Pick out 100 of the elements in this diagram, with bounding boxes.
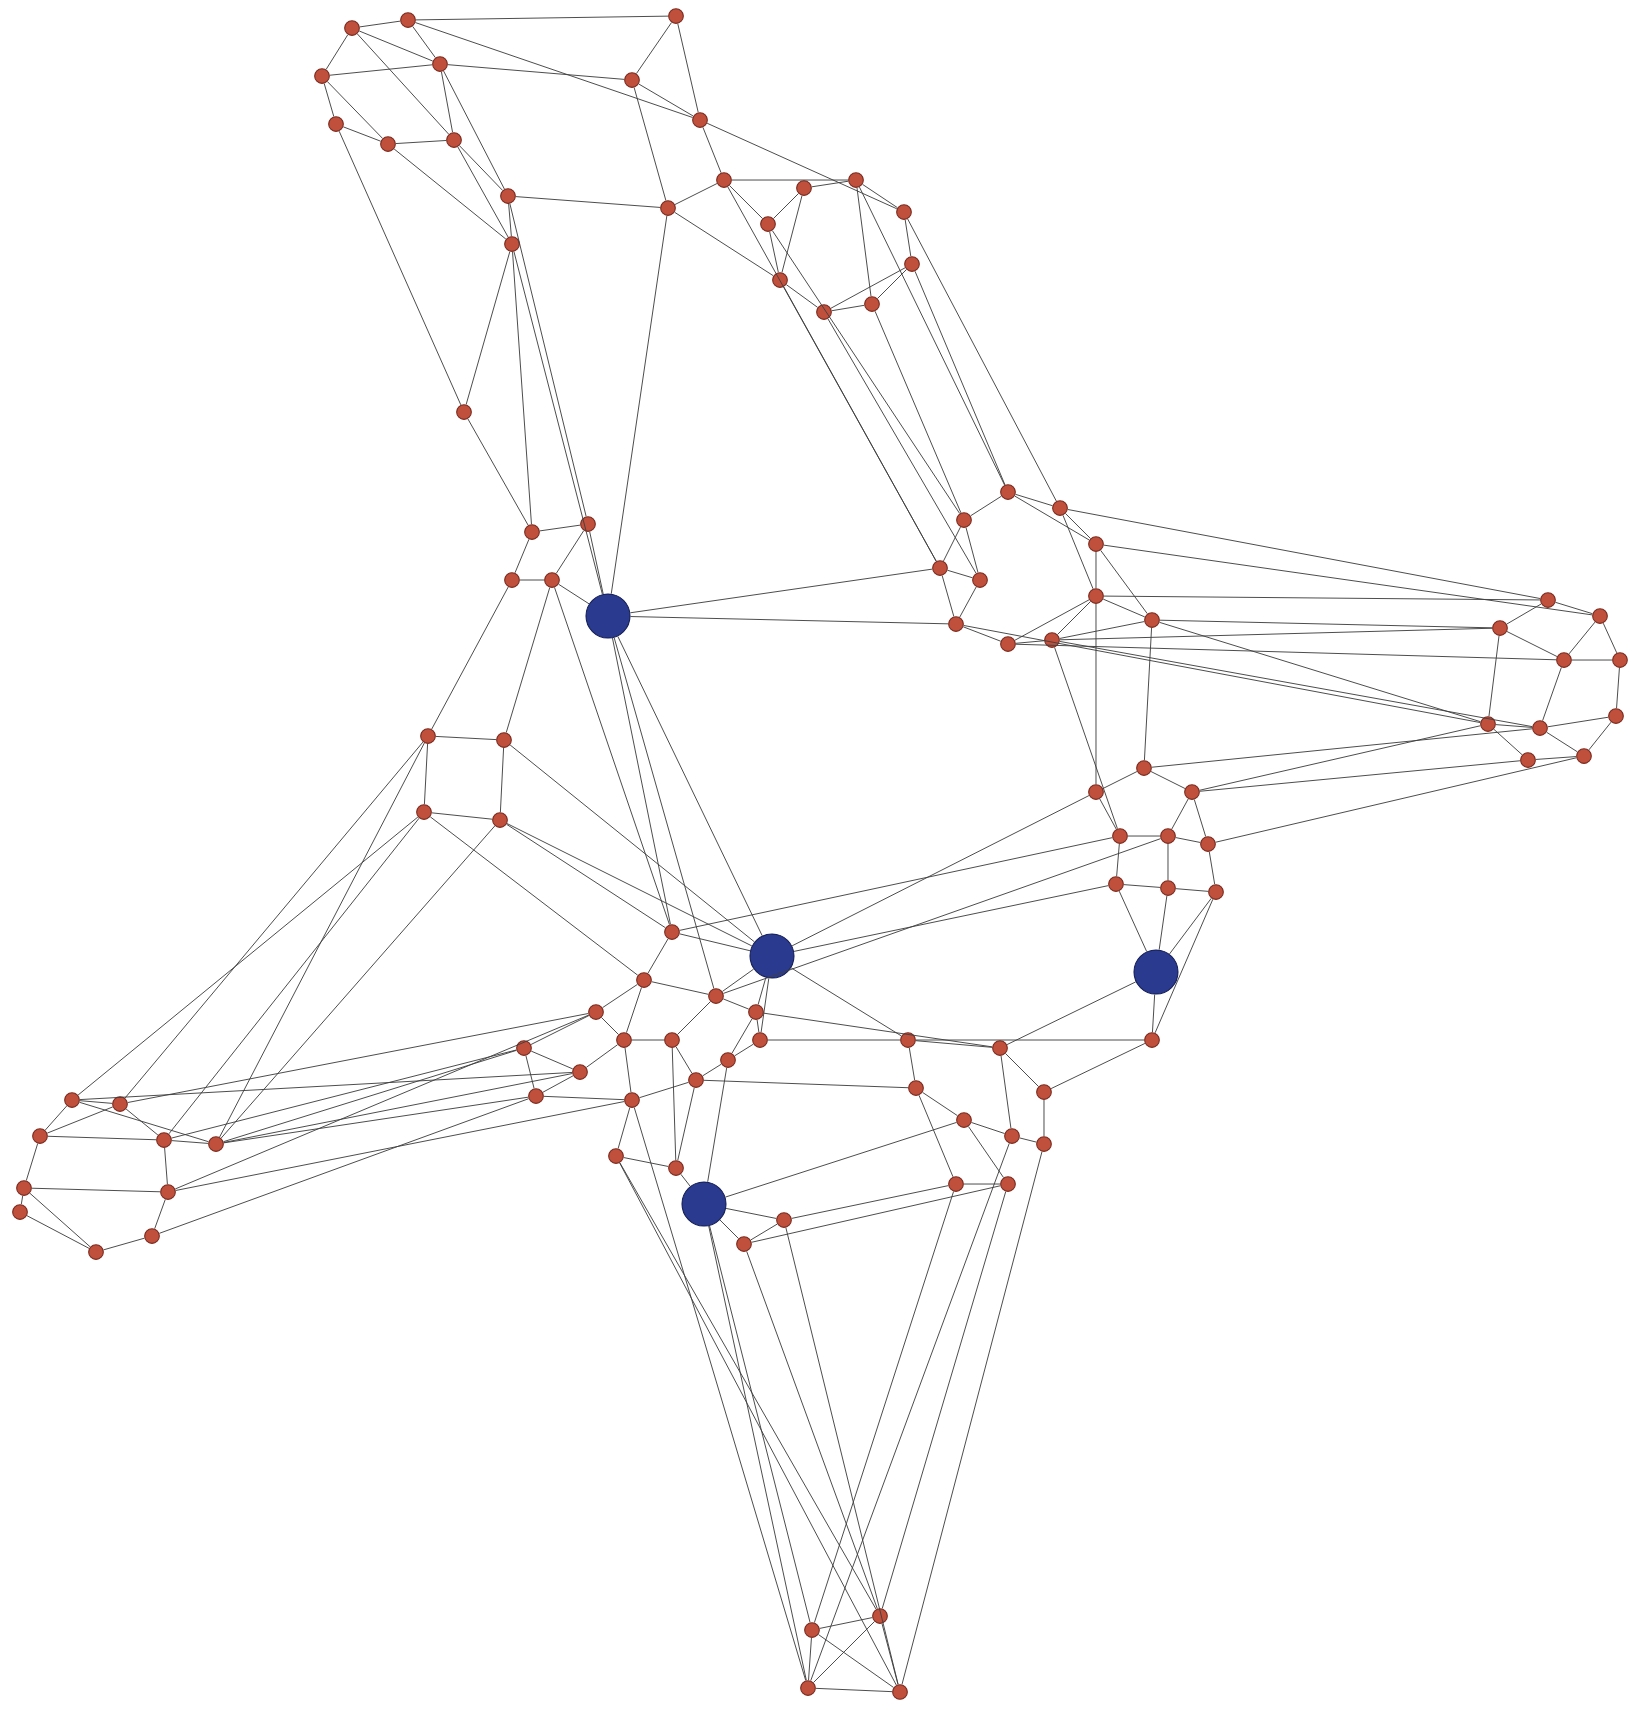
- network-node: [972, 572, 988, 588]
- link-line: [943, 526, 961, 562]
- link-line: [619, 1162, 877, 1610]
- network-node: [668, 1160, 684, 1176]
- link-line: [1099, 798, 1117, 830]
- link-line: [677, 1001, 711, 1035]
- network-node: [904, 256, 920, 272]
- network-node: [1136, 760, 1152, 776]
- network-node: [88, 1244, 104, 1260]
- link-line: [1506, 603, 1542, 625]
- link-line: [467, 418, 529, 526]
- link-line: [465, 251, 511, 405]
- network-node: [1592, 608, 1608, 624]
- link-line: [79, 1101, 209, 1143]
- network-node: [848, 172, 864, 188]
- network-node: [112, 1096, 128, 1112]
- network-node: [992, 1040, 1008, 1056]
- link-line: [773, 193, 799, 219]
- network-node: [932, 560, 948, 576]
- link-line: [431, 812, 493, 820]
- link-line: [785, 1227, 899, 1685]
- link-line: [617, 1107, 631, 1149]
- link-line: [1118, 890, 1148, 952]
- network-node: [800, 1680, 816, 1696]
- link-line: [513, 251, 603, 595]
- link-line: [703, 1079, 909, 1089]
- link-line: [356, 33, 450, 135]
- link-line: [1123, 884, 1161, 888]
- link-line: [514, 538, 530, 574]
- network-node: [588, 1004, 604, 1020]
- link-line: [1102, 771, 1138, 789]
- link-line: [1014, 495, 1090, 541]
- link-line: [1199, 760, 1521, 792]
- link-line: [46, 1106, 114, 1134]
- link-line: [630, 616, 949, 625]
- network-node: [492, 812, 508, 828]
- network-node: [1492, 620, 1508, 636]
- link-line: [1059, 621, 1145, 639]
- network-node: [32, 1128, 48, 1144]
- link-line: [631, 1039, 665, 1041]
- network-node: [572, 1064, 588, 1080]
- link-line: [785, 284, 819, 308]
- link-line: [1588, 721, 1612, 751]
- link-line: [359, 20, 401, 28]
- link-line: [1555, 601, 1593, 615]
- network-node: [760, 216, 776, 232]
- link-line: [941, 575, 955, 617]
- link-line: [709, 1225, 811, 1623]
- network-node: [736, 1236, 752, 1252]
- link-line: [674, 183, 718, 205]
- link-line: [769, 231, 779, 273]
- link-line: [674, 211, 774, 277]
- link-line: [1127, 835, 1161, 837]
- link-line: [612, 637, 671, 925]
- link-line: [707, 1067, 728, 1183]
- network-node: [664, 924, 680, 940]
- link-line: [819, 1617, 873, 1629]
- link-line: [731, 1018, 753, 1054]
- link-line: [1116, 843, 1120, 877]
- network-node: [1576, 748, 1592, 764]
- link-line: [168, 817, 420, 1135]
- link-line: [734, 1043, 754, 1057]
- network-node: [160, 1184, 176, 1200]
- link-line: [1175, 888, 1209, 892]
- network-node: [1052, 500, 1068, 516]
- link-line: [219, 742, 425, 1138]
- link-line: [1488, 635, 1500, 717]
- link-line: [435, 735, 497, 741]
- network-node: [948, 616, 964, 632]
- link-line: [706, 122, 898, 210]
- link-line: [506, 823, 753, 947]
- network-node: [432, 56, 448, 72]
- link-line: [675, 1046, 693, 1074]
- link-line: [651, 981, 709, 995]
- link-line: [1102, 598, 1146, 618]
- network-node: [1520, 752, 1536, 768]
- link-line: [907, 218, 1057, 502]
- link-line: [125, 1108, 159, 1136]
- link-line: [633, 87, 667, 201]
- network-node: [208, 1136, 224, 1152]
- link-line: [746, 1250, 878, 1610]
- network-node: [1000, 484, 1016, 500]
- link-line: [1057, 601, 1091, 635]
- link-line: [1151, 728, 1533, 768]
- network-node: [692, 112, 708, 128]
- network-node: [1144, 1032, 1160, 1048]
- link-line: [901, 1151, 1043, 1685]
- link-line: [585, 1044, 619, 1068]
- link-line: [1542, 666, 1562, 722]
- link-line: [1568, 621, 1596, 655]
- link-line: [904, 219, 912, 257]
- network-node: [1200, 836, 1216, 852]
- network-node: [1144, 612, 1160, 628]
- link-line: [602, 983, 638, 1009]
- link-line: [1015, 640, 1045, 644]
- network-node: [896, 204, 912, 220]
- network-node: [752, 1032, 768, 1048]
- link-line: [127, 1013, 589, 1103]
- network-node: [1208, 884, 1224, 900]
- network-node: [1480, 716, 1496, 732]
